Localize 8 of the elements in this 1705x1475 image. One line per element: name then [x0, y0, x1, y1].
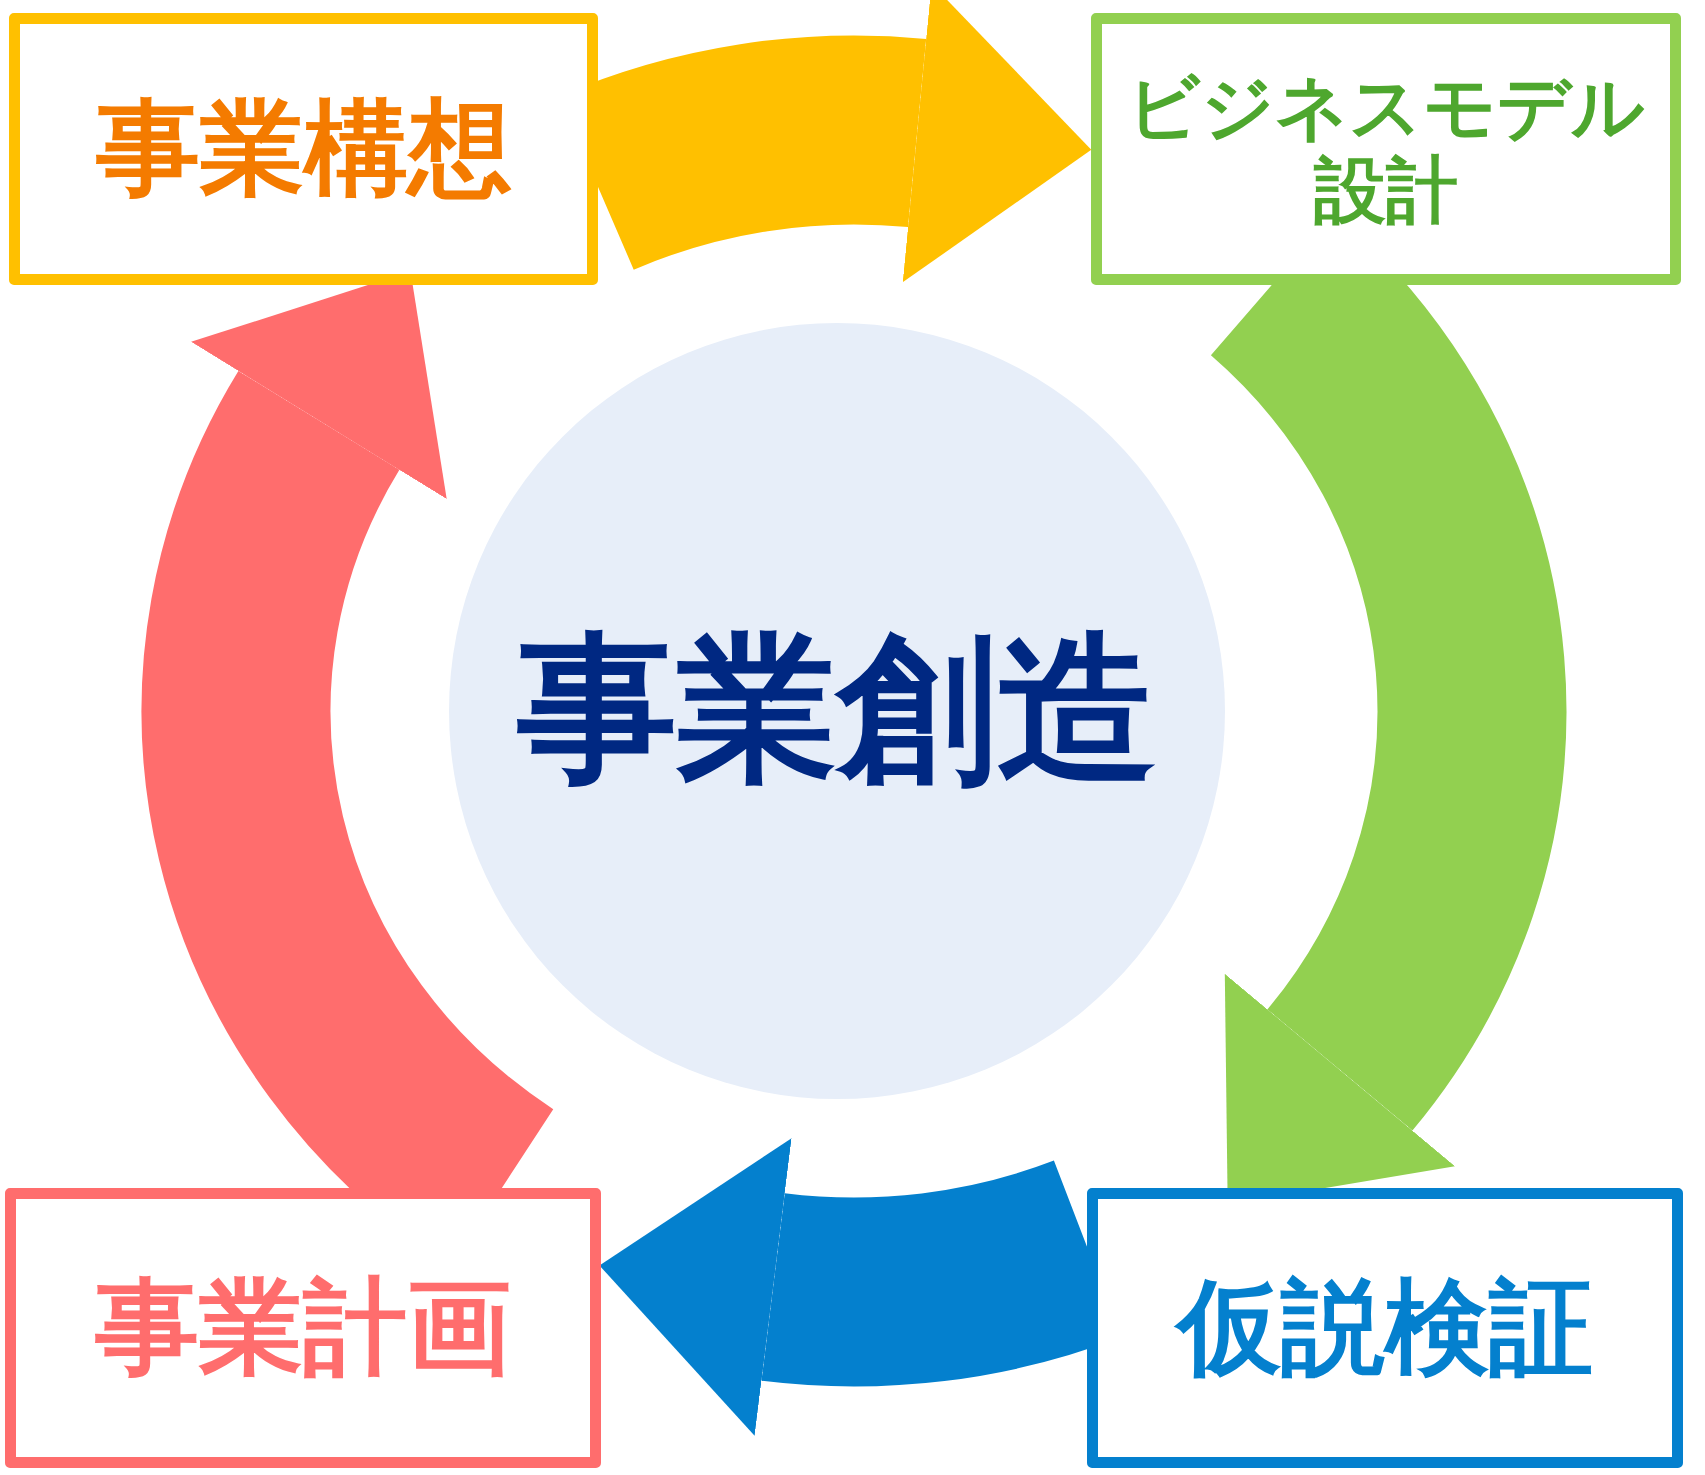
label-box [9, 13, 598, 285]
center-title: 事業創造 [517, 614, 1157, 804]
label-box [1087, 1188, 1683, 1468]
box-label: ビジネスモデル設計 [1126, 66, 1646, 232]
box-label: 事業計画 [95, 1268, 511, 1388]
label-box [5, 1188, 601, 1468]
box-label: 事業構想 [95, 89, 512, 209]
label-box [1091, 13, 1681, 285]
